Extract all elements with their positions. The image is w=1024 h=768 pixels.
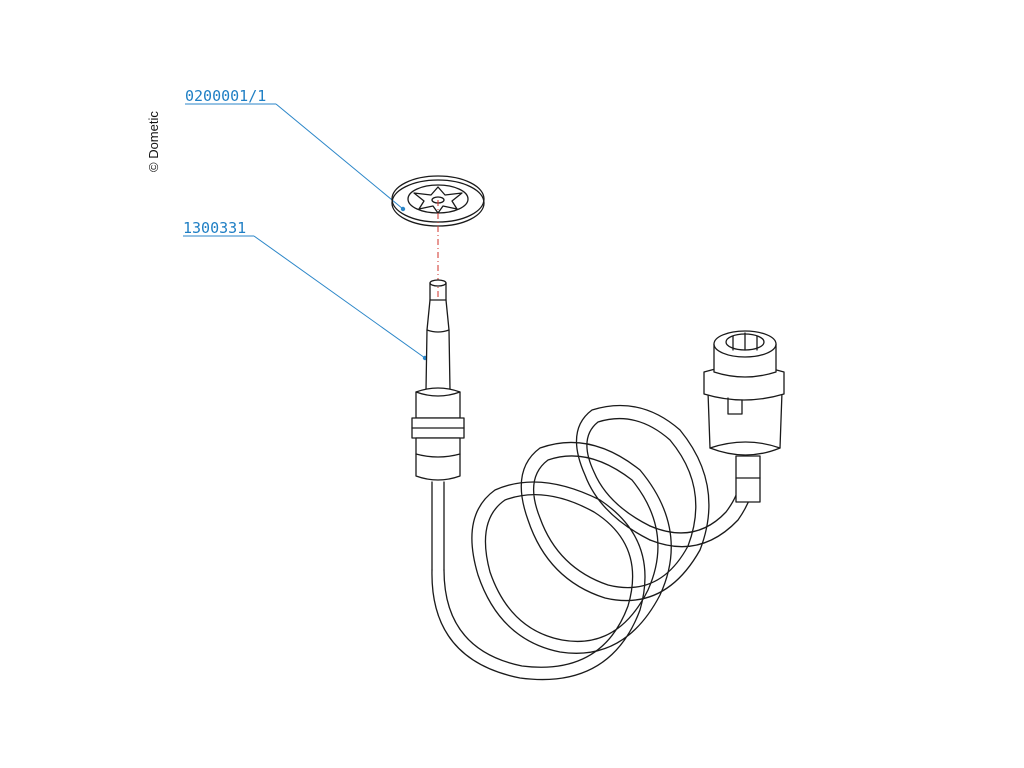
leader-line-washer [275, 103, 404, 210]
callout-washer[interactable]: 0200001/1 [185, 87, 406, 212]
copyright-text: © Dometic [146, 111, 161, 172]
leader-dot-washer [400, 206, 406, 212]
part-number-washer[interactable]: 0200001/1 [185, 87, 266, 105]
coiled-capillary-cable [431, 404, 755, 681]
thermocouple-probe [411, 279, 465, 571]
leader-line-thermocouple [253, 235, 426, 359]
part-number-thermocouple[interactable]: 1300331 [183, 219, 246, 237]
callout-thermocouple[interactable]: 1300331 [183, 219, 428, 361]
connector-plug [703, 330, 785, 503]
